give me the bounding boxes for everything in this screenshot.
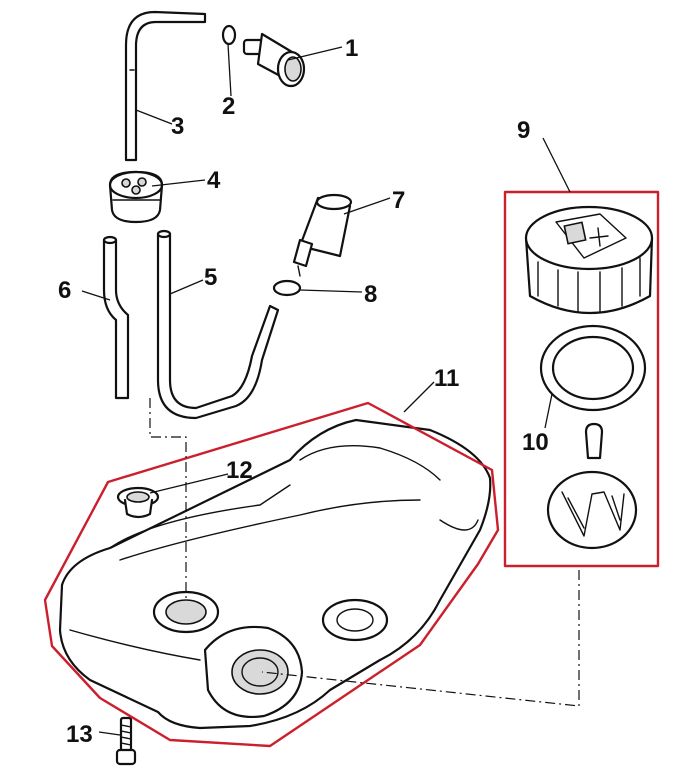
callout-13: 13 xyxy=(66,721,93,748)
callout-7: 7 xyxy=(392,187,405,214)
part-9-fuel-cap xyxy=(524,205,654,315)
callout-5: 5 xyxy=(204,264,217,291)
callout-4: 4 xyxy=(207,167,221,194)
cap-vent-retainer xyxy=(546,422,638,550)
callout-2: 2 xyxy=(222,93,235,120)
part-11-fuel-tank xyxy=(58,418,492,730)
callout-11: 11 xyxy=(434,365,459,392)
part-10-cap-gasket xyxy=(539,324,647,412)
callout-6: 6 xyxy=(58,277,71,304)
part-7-fuel-filter xyxy=(292,193,353,277)
callout-9: 9 xyxy=(517,117,530,144)
part-2-o-ring xyxy=(221,24,237,46)
highlight-outline-cap-group xyxy=(503,190,660,568)
assembly-line-cap-to-neck xyxy=(261,570,580,707)
callout-10: 10 xyxy=(522,429,549,456)
part-12-plug xyxy=(116,486,160,519)
callout-12: 12 xyxy=(226,457,253,484)
callout-1: 1 xyxy=(345,35,358,62)
part-1-fitting xyxy=(242,32,306,88)
highlight-outline-tank xyxy=(43,401,500,748)
part-13-screw xyxy=(115,716,137,766)
assembly-line-hose-to-tank xyxy=(149,398,187,598)
callout-3: 3 xyxy=(171,113,184,140)
part-8-o-ring xyxy=(272,279,302,297)
part-5-hose xyxy=(156,229,280,420)
callout-8: 8 xyxy=(364,281,377,308)
leader-lines xyxy=(81,43,571,736)
part-6-hose xyxy=(102,235,130,400)
part-3-fuel-hose xyxy=(124,10,207,162)
part-4-grommet xyxy=(108,170,164,224)
